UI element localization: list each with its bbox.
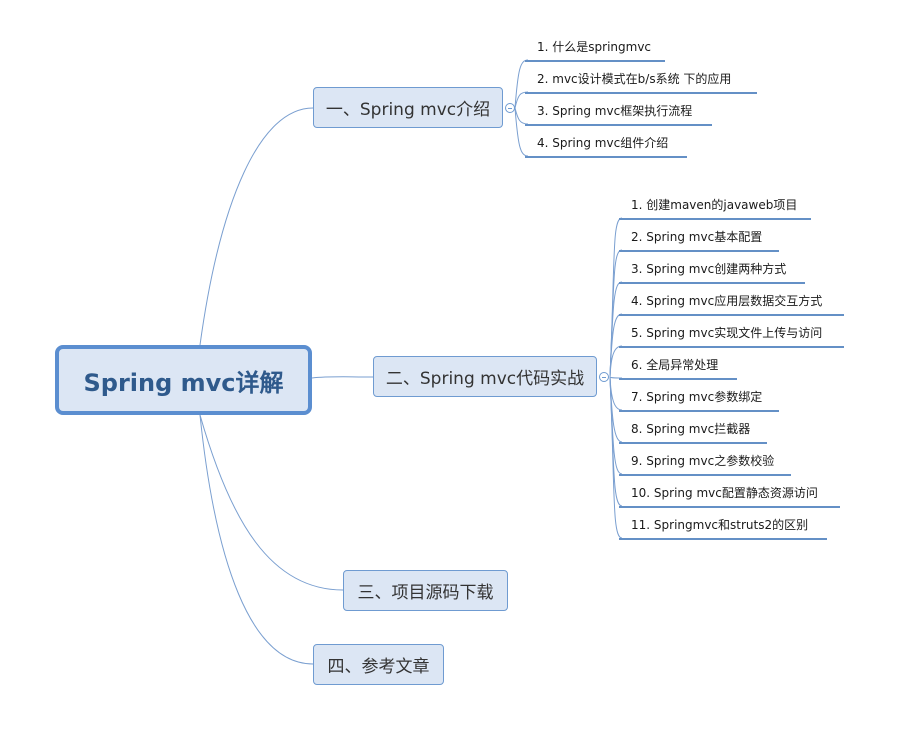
subtopic-item[interactable]: 8. Spring mvc拦截器 [619,422,767,444]
subtopic-item[interactable]: 3. Spring mvc框架执行流程 [525,104,712,126]
subtopic-item[interactable]: 2. Spring mvc基本配置 [619,230,779,252]
branch-topic-label: 二、Spring mvc代码实战 [385,369,585,389]
branch-topic-source-download[interactable]: 三、项目源码下载 [343,570,508,611]
subtopic-item[interactable]: 1. 什么是springmvc [525,40,665,62]
connector-root-branch3 [199,414,344,591]
subtopic-item[interactable]: 10. Spring mvc配置静态资源访问 [619,486,840,508]
connector-root-branch2 [311,376,374,379]
branch-topic-references[interactable]: 四、参考文章 [313,644,444,685]
subtopic-item[interactable]: 6. 全局异常处理 [619,358,737,380]
collapse-toggle-icon[interactable] [505,103,515,113]
subtopic-item[interactable]: 4. Spring mvc应用层数据交互方式 [619,294,844,316]
branch-topic-label: 一、Spring mvc介绍 [325,100,491,120]
branch-topic-label: 四、参考文章 [327,657,430,677]
root-topic-label: Spring mvc详解 [83,368,284,397]
connector-b1-leaf3 [514,107,529,125]
collapse-toggle-icon[interactable] [599,372,609,382]
subtopic-item[interactable]: 3. Spring mvc创建两种方式 [619,262,805,284]
connector-b2-leaf11 [609,376,623,539]
subtopic-item[interactable]: 5. Spring mvc实现文件上传与访问 [619,326,844,348]
subtopic-item[interactable]: 7. Spring mvc参数绑定 [619,390,779,412]
branch-topic-label: 三、项目源码下载 [357,583,494,603]
subtopic-item[interactable]: 9. Spring mvc之参数校验 [619,454,791,476]
subtopic-item[interactable]: 4. Spring mvc组件介绍 [525,136,687,158]
branch-topic-code-practice[interactable]: 二、Spring mvc代码实战 [373,356,597,397]
branch-topic-intro[interactable]: 一、Spring mvc介绍 [313,87,503,128]
root-topic[interactable]: Spring mvc详解 [55,345,312,415]
connector-root-branch4 [199,414,314,665]
subtopic-item[interactable]: 11. Springmvc和struts2的区别 [619,518,827,540]
subtopic-item[interactable]: 2. mvc设计模式在b/s系统 下的应用 [525,72,757,94]
subtopic-item[interactable]: 1. 创建maven的javaweb项目 [619,198,811,220]
connector-root-branch1 [199,107,314,346]
connector-b1-leaf4 [514,107,529,157]
